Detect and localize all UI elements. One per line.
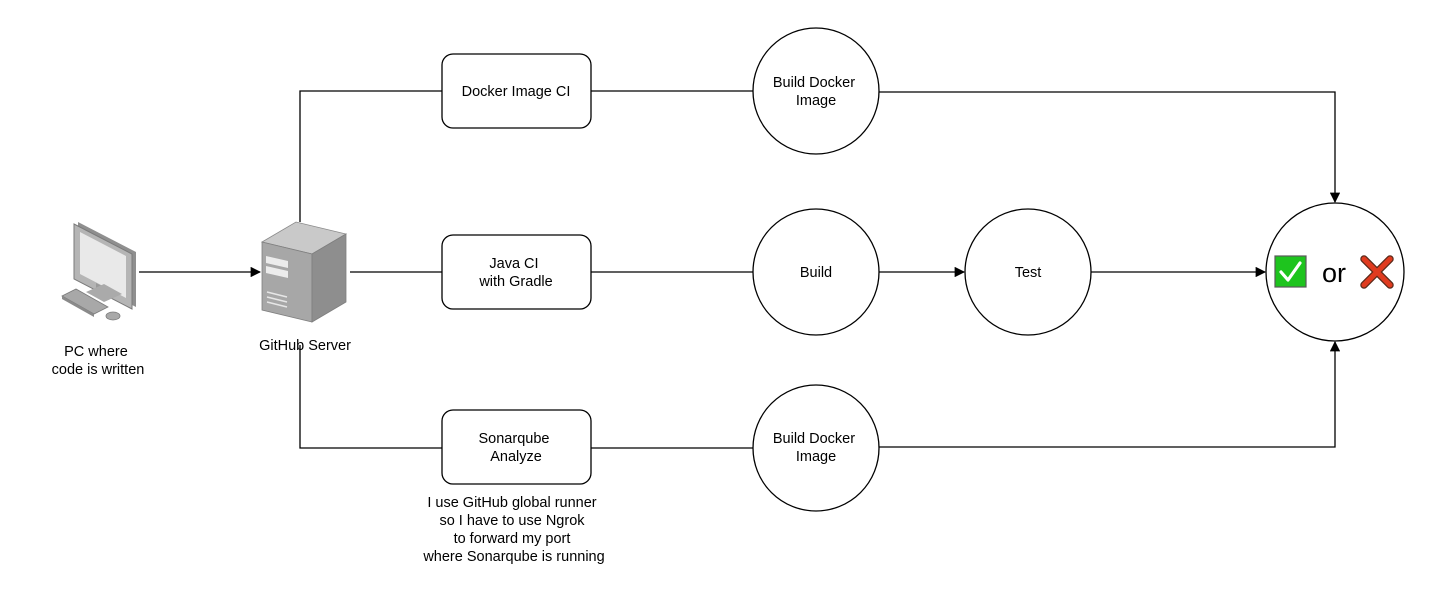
test-node: Test bbox=[964, 208, 1092, 336]
java-ci-label: Java CI with Gradle bbox=[478, 256, 552, 290]
docker-image-ci-node: Docker Image CI bbox=[441, 53, 592, 129]
result-node: or bbox=[1265, 202, 1405, 342]
connector-build-docker-top-to-result bbox=[878, 91, 1341, 204]
server-label: GitHub Server bbox=[259, 338, 351, 354]
pc-label: PC where code is written bbox=[52, 344, 145, 378]
build-docker-image-bottom-node: Build Docker Image bbox=[752, 384, 880, 512]
docker-image-ci-label: Docker Image CI bbox=[462, 84, 571, 100]
build-docker-image-bottom-label: Build Docker Image bbox=[773, 431, 859, 465]
build-docker-image-top-label: Build Docker Image bbox=[773, 75, 859, 109]
connector-server-to-sonar bbox=[299, 345, 442, 449]
build-label: Build bbox=[800, 265, 832, 281]
check-mark-icon bbox=[1274, 255, 1307, 288]
server-icon bbox=[260, 221, 348, 323]
cross-mark-icon bbox=[1360, 255, 1394, 289]
sonarqube-label: Sonarqube Analyze bbox=[479, 431, 554, 465]
sonarqube-node: Sonarqube Analyze bbox=[441, 409, 592, 485]
connector-build-docker-bottom-to-result bbox=[878, 340, 1341, 448]
computer-icon bbox=[61, 222, 136, 321]
sonarqube-note: I use GitHub global runner so I have to … bbox=[422, 495, 604, 565]
connector-server-to-docker-ci bbox=[299, 90, 442, 222]
test-label: Test bbox=[1015, 265, 1042, 281]
result-or-label: or bbox=[1322, 258, 1346, 288]
build-docker-image-top-node: Build Docker Image bbox=[752, 27, 880, 155]
build-node: Build bbox=[752, 208, 880, 336]
java-ci-node: Java CI with Gradle bbox=[441, 234, 592, 310]
